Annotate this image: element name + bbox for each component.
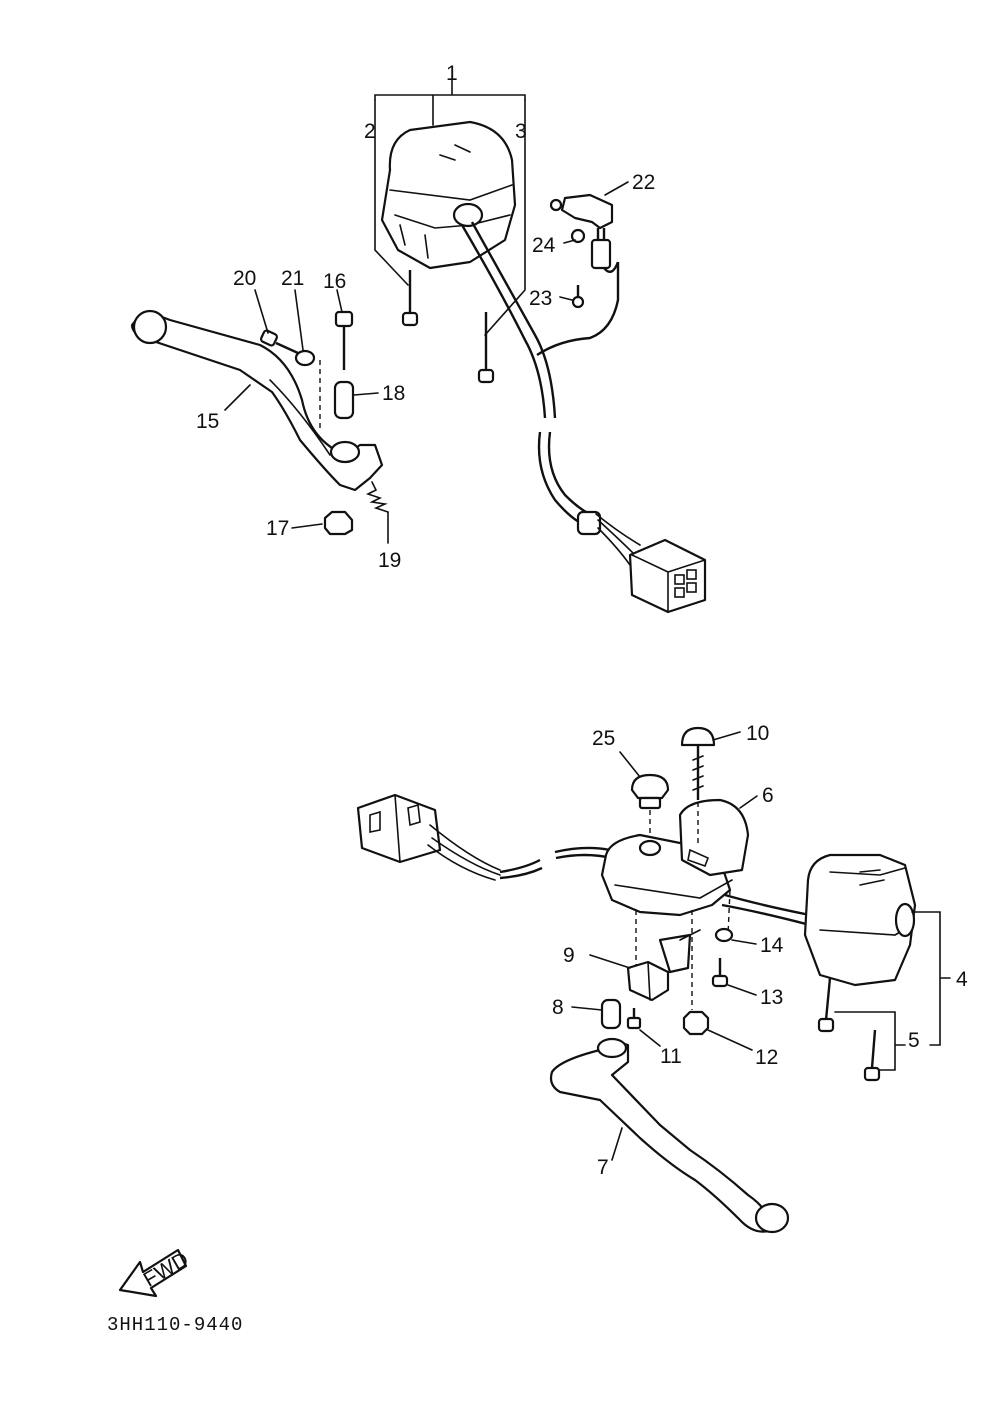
wire-harness-lower xyxy=(499,846,611,874)
callout-7: 7 xyxy=(597,1156,609,1179)
callout-9: 9 xyxy=(563,944,575,967)
callout-15: 15 xyxy=(196,410,219,433)
bracket-4-5 xyxy=(834,911,951,1071)
collar-part-8 xyxy=(600,998,622,1030)
bolt-part-10 xyxy=(680,726,716,800)
leader-23 xyxy=(559,296,573,301)
right-handlebar-switch-4 xyxy=(803,853,917,987)
screw-part-5-a xyxy=(817,977,835,1033)
bolt-part-16 xyxy=(334,310,354,370)
leader-18 xyxy=(353,392,379,396)
leader-17 xyxy=(291,523,323,529)
leader-8 xyxy=(571,1006,603,1011)
screw-part-13 xyxy=(711,958,729,988)
right-switch-housing-6 xyxy=(600,798,811,927)
callout-8: 8 xyxy=(552,996,564,1019)
assembly-axis-brake xyxy=(635,889,731,1010)
wire-harness-lower-2 xyxy=(499,853,613,880)
washer-part-14 xyxy=(714,927,734,943)
callout-13: 13 xyxy=(760,986,783,1009)
nut-part-24 xyxy=(570,228,586,244)
callout-19: 19 xyxy=(378,549,401,572)
callout-24: 24 xyxy=(532,234,556,257)
callout-17: 17 xyxy=(266,517,289,540)
leader-20 xyxy=(254,289,269,334)
callout-20: 20 xyxy=(233,267,256,290)
screw-part-2 xyxy=(401,270,419,327)
leader-3 xyxy=(484,99,526,336)
leader-21 xyxy=(294,289,304,351)
screw-part-11 xyxy=(626,1008,642,1030)
callout-5: 5 xyxy=(908,1029,920,1052)
callout-23: 23 xyxy=(529,287,552,310)
callout-4: 4 xyxy=(956,968,968,991)
upper-coupler-connector xyxy=(628,538,707,614)
leader-6 xyxy=(739,795,758,809)
clutch-switch-22 xyxy=(549,193,620,274)
callout-12: 12 xyxy=(755,1046,778,1069)
callout-2: 2 xyxy=(364,120,376,143)
leader-16 xyxy=(336,289,343,313)
screw-part-5-b xyxy=(863,1029,881,1082)
callout-14: 14 xyxy=(760,934,784,957)
leader-11 xyxy=(639,1029,661,1047)
leader-10 xyxy=(712,731,741,741)
spring-part-19 xyxy=(365,481,389,513)
washer-part-21 xyxy=(294,349,316,367)
callout-11: 11 xyxy=(660,1045,682,1068)
nut-part-17 xyxy=(323,510,354,536)
callout-3: 3 xyxy=(515,120,527,143)
collar-part-18 xyxy=(333,380,355,420)
bracket-1-2-3 xyxy=(374,79,526,126)
diagram-code: 3HH110-9440 xyxy=(107,1314,243,1336)
lower-coupler-connector xyxy=(356,793,501,881)
leader-14 xyxy=(731,939,757,945)
clutch-lever-15 xyxy=(130,309,384,492)
leader-24 xyxy=(563,239,576,244)
callout-22: 22 xyxy=(632,171,655,194)
leader-15 xyxy=(224,384,251,411)
brake-lever-7 xyxy=(549,1037,790,1234)
leader-2 xyxy=(374,99,409,286)
screw-part-3 xyxy=(477,312,495,384)
callout-25: 25 xyxy=(592,727,615,750)
left-handlebar-switch-housing xyxy=(380,120,517,270)
callout-1: 1 xyxy=(446,62,458,85)
leader-7 xyxy=(611,1127,623,1161)
callout-16: 16 xyxy=(323,270,346,293)
fwd-label: FWD xyxy=(140,1248,193,1292)
wire-harness-upper xyxy=(460,221,641,566)
nut-part-12 xyxy=(682,1010,710,1036)
grommet-part-25 xyxy=(630,773,670,810)
leader-25 xyxy=(619,751,641,778)
bolt-part-20 xyxy=(260,329,299,355)
callout-10: 10 xyxy=(746,722,769,745)
screw-part-23 xyxy=(571,285,585,309)
leader-22 xyxy=(604,181,629,196)
leader-12 xyxy=(707,1029,753,1051)
assembly-axis-housing xyxy=(649,802,699,845)
leader-9 xyxy=(589,954,631,969)
fwd-arrow-icon: FWD xyxy=(118,1248,193,1298)
leader-13 xyxy=(727,984,757,996)
callout-6: 6 xyxy=(762,784,774,807)
brake-switch-9 xyxy=(626,929,701,1002)
callout-18: 18 xyxy=(382,382,405,405)
callout-21: 21 xyxy=(281,267,304,290)
